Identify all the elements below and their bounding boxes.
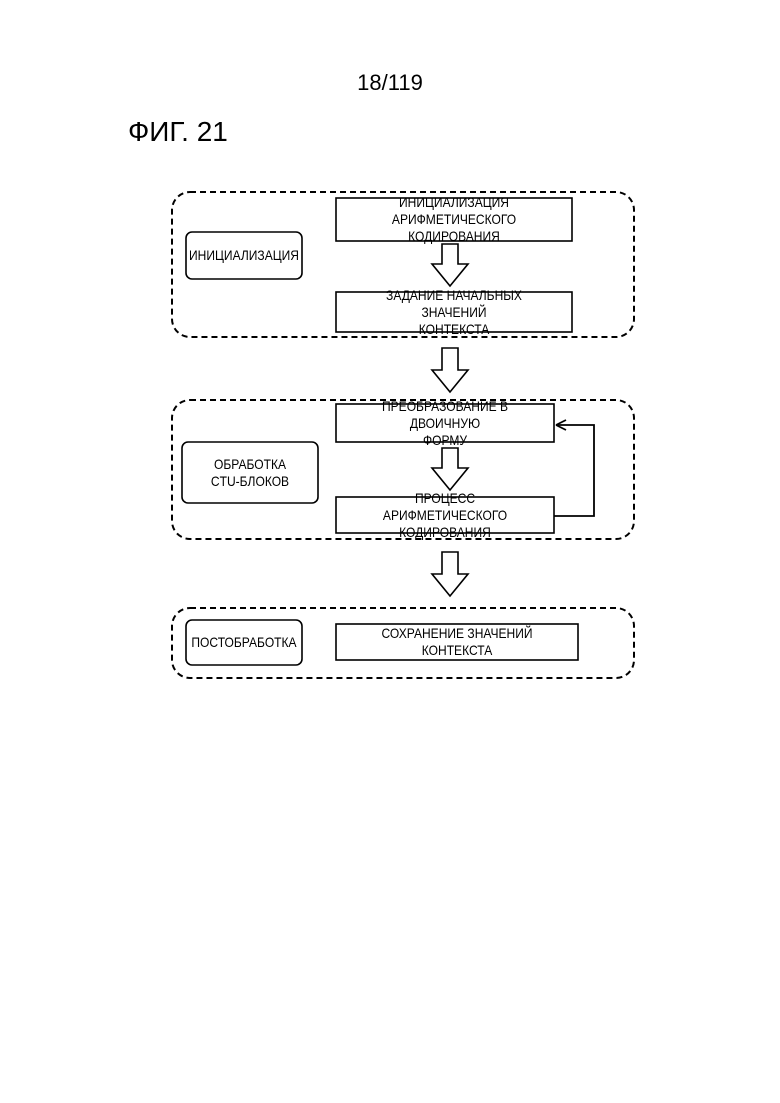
- ctu-step-1-line1: ПРЕОБРАЗОВАНИЕ В ДВОИЧНУЮ: [351, 398, 538, 432]
- init-step-2-line2: КОНТЕКСТА: [419, 321, 489, 338]
- init-label: ИНИЦИАЛИЗАЦИЯ: [194, 232, 294, 279]
- post-label-text: ПОСТОБРАБОТКА: [191, 634, 296, 651]
- ctu-step-1-line2: ФОРМУ: [423, 432, 467, 449]
- ctu-label-line1: ОБРАБОТКА: [214, 456, 286, 473]
- init-label-text: ИНИЦИАЛИЗАЦИЯ: [189, 247, 299, 264]
- ctu-down-arrow: [432, 448, 468, 490]
- init-step-2-line1: ЗАДАНИЕ НАЧАЛЬНЫХ ЗНАЧЕНИЙ: [353, 287, 556, 321]
- post-label: ПОСТОБРАБОТКА: [194, 620, 294, 665]
- loop-back-connector: [554, 425, 594, 516]
- init-step-1-line2: АРИФМЕТИЧЕСКОГО КОДИРОВАНИЯ: [353, 211, 556, 245]
- init-step-1-line1: ИНИЦИАЛИЗАЦИЯ: [399, 194, 509, 211]
- ctu-step-2-text: ПРОЦЕСС АРИФМЕТИЧЕСКОГО КОДИРОВАНИЯ: [351, 497, 538, 533]
- stage-arrow-1: [432, 348, 468, 392]
- post-step-1-line1: СОХРАНЕНИЕ ЗНАЧЕНИЙ КОНТЕКСТА: [353, 625, 561, 659]
- ctu-step-2-line1: ПРОЦЕСС АРИФМЕТИЧЕСКОГО: [351, 490, 538, 524]
- ctu-step-1-text: ПРЕОБРАЗОВАНИЕ В ДВОИЧНУЮ ФОРМУ: [351, 404, 538, 442]
- ctu-step-2-line2: КОДИРОВАНИЯ: [399, 524, 491, 541]
- ctu-label: ОБРАБОТКА CTU-БЛОКОВ: [192, 442, 309, 503]
- init-down-arrow: [432, 244, 468, 286]
- ctu-label-line2: CTU-БЛОКОВ: [211, 473, 289, 490]
- post-step-1-text: СОХРАНЕНИЕ ЗНАЧЕНИЙ КОНТЕКСТА: [353, 624, 561, 660]
- init-step-1-text: ИНИЦИАЛИЗАЦИЯ АРИФМЕТИЧЕСКОГО КОДИРОВАНИ…: [353, 198, 556, 241]
- init-step-2-text: ЗАДАНИЕ НАЧАЛЬНЫХ ЗНАЧЕНИЙ КОНТЕКСТА: [353, 292, 556, 332]
- stage-arrow-2: [432, 552, 468, 596]
